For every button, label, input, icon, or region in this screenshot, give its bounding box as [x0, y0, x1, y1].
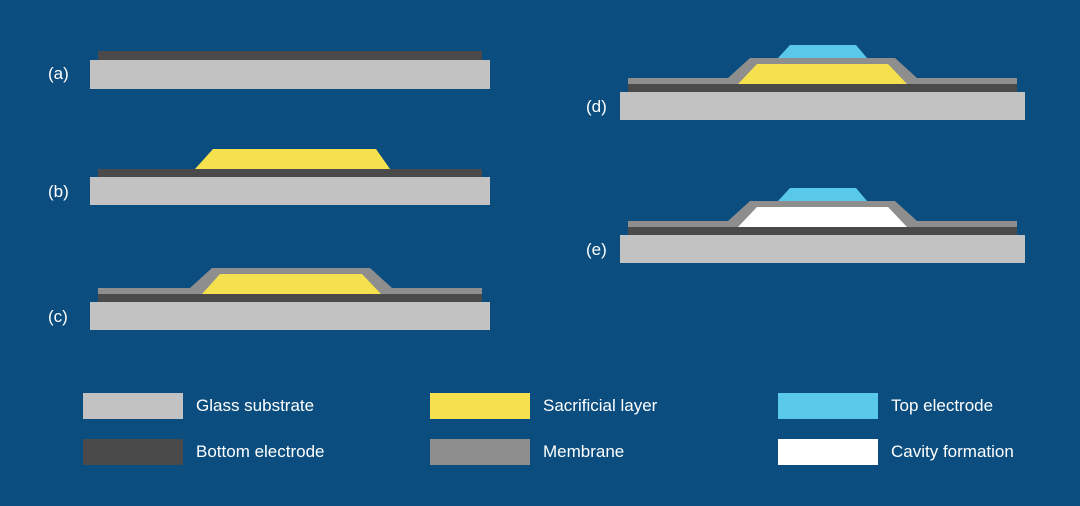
sacrificial-layer [202, 274, 381, 294]
legend-item-sacrificial-layer: Sacrificial layer [430, 393, 657, 419]
legend-swatch-glass-substrate [83, 393, 183, 419]
sacrificial-layer [738, 64, 907, 84]
bottom-electrode-layer [628, 84, 1017, 92]
legend-label-bottom-electrode: Bottom electrode [196, 442, 325, 461]
step-label-b: (b) [48, 182, 69, 201]
bottom-electrode-layer [98, 51, 482, 60]
step-label-e: (e) [586, 240, 607, 259]
bottom-electrode-layer [98, 169, 482, 177]
legend-swatch-bottom-electrode [83, 439, 183, 465]
legend-item-glass-substrate: Glass substrate [83, 393, 314, 419]
top-electrode-layer [778, 188, 867, 201]
bottom-electrode-layer [628, 227, 1017, 235]
cavity-formation-layer [738, 207, 907, 227]
legend-label-membrane: Membrane [543, 442, 625, 461]
diagram-step-e [620, 188, 1025, 263]
legend-label-cavity-formation: Cavity formation [891, 442, 1014, 461]
diagram-step-b [90, 149, 490, 205]
legend-item-cavity-formation: Cavity formation [778, 439, 1014, 465]
bottom-electrode-layer [98, 294, 482, 302]
legend-item-top-electrode: Top electrode [778, 393, 993, 419]
step-label-d: (d) [586, 97, 607, 116]
step-label-a: (a) [48, 64, 69, 83]
legend-item-bottom-electrode: Bottom electrode [83, 439, 325, 465]
glass-substrate-layer [620, 92, 1025, 120]
legend-swatch-cavity-formation [778, 439, 878, 465]
legend-label-sacrificial-layer: Sacrificial layer [543, 396, 658, 415]
diagram-step-c [90, 268, 490, 330]
legend-label-top-electrode: Top electrode [891, 396, 994, 415]
glass-substrate-layer [90, 60, 490, 89]
legend-swatch-sacrificial-layer [430, 393, 530, 419]
legend-item-membrane: Membrane [430, 439, 624, 465]
sacrificial-layer [195, 149, 390, 169]
step-label-c: (c) [48, 307, 68, 326]
diagram-step-d [620, 45, 1025, 120]
glass-substrate-layer [90, 302, 490, 330]
glass-substrate-layer [620, 235, 1025, 263]
legend-swatch-membrane [430, 439, 530, 465]
top-electrode-layer [778, 45, 867, 58]
diagram-step-a [90, 51, 490, 89]
glass-substrate-layer [90, 177, 490, 205]
legend-label-glass-substrate: Glass substrate [196, 396, 315, 415]
legend-swatch-top-electrode [778, 393, 878, 419]
